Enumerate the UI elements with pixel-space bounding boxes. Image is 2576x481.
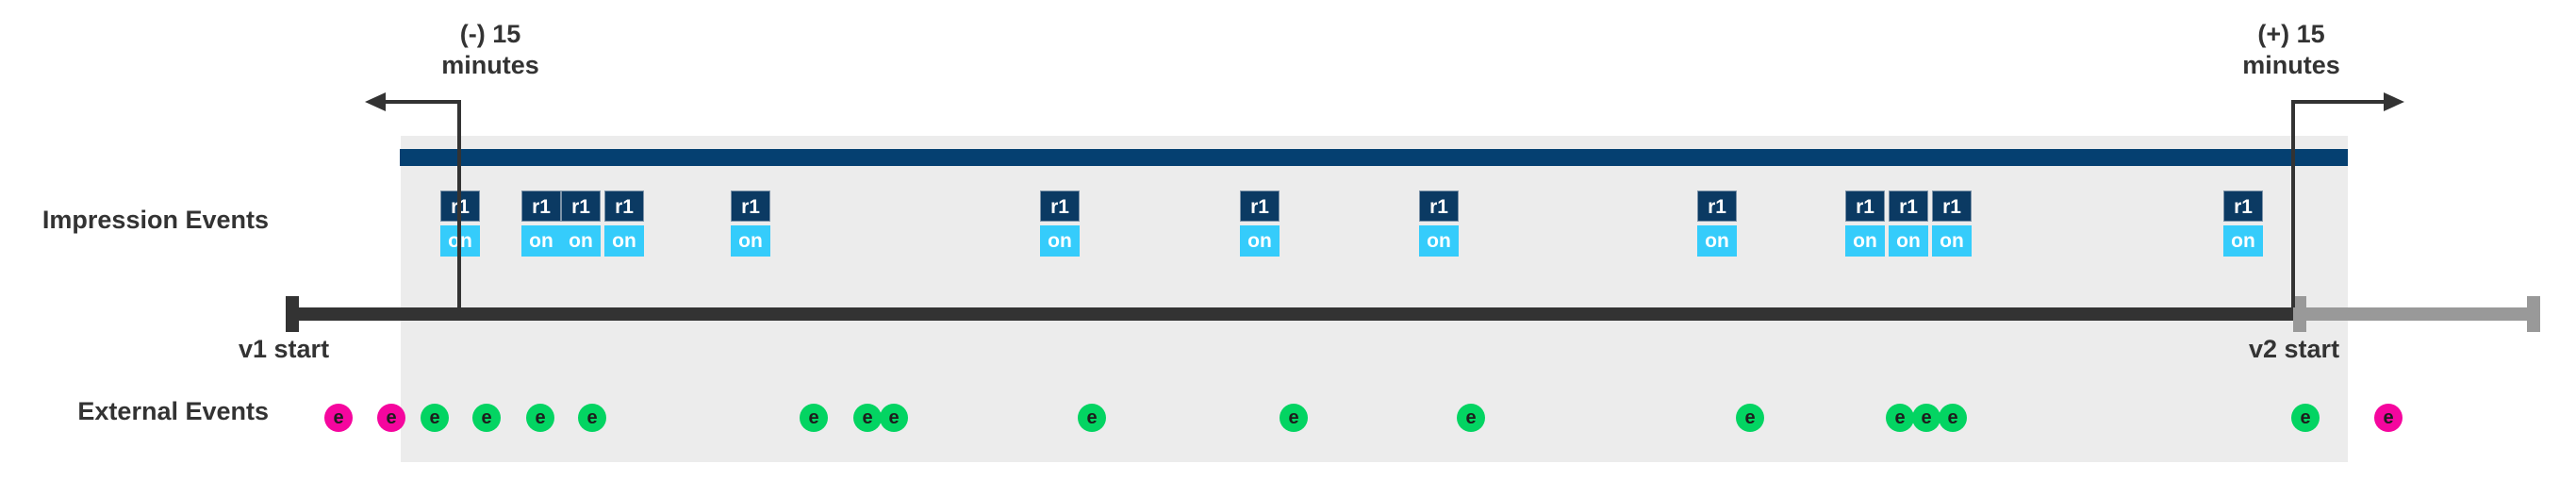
v1-start-label: v1 start [239,335,330,363]
left-offset-arrow-icon [365,92,461,119]
external-event-dot[interactable]: e [1280,404,1308,432]
external-event-dot[interactable]: e [880,404,908,432]
v2-start-label: v2 start [2249,335,2340,363]
right-offset-arrow-icon [2291,92,2404,119]
external-event-dot[interactable]: e [377,404,405,432]
timeline-segment-v1 [286,307,2293,321]
right-offset-label: (+) 15 minutes [2242,20,2340,79]
impression-state-badge: on [561,225,601,257]
timeline-start-cap [286,296,299,332]
impression-events-row-label: Impression Events [41,206,269,234]
impression-rule-badge: r1 [521,191,561,222]
impression-rule-badge: r1 [731,191,770,222]
impression-state-badge: on [1845,225,1885,257]
timeline-v2-cap [2293,296,2306,332]
external-events-row-label: External Events [77,397,269,425]
external-event-dot[interactable]: e [1078,404,1106,432]
left-offset-label: (-) 15 minutes [441,20,539,79]
external-event-dot[interactable]: e [800,404,828,432]
external-event-dot[interactable]: e [1886,404,1914,432]
impression-rule-badge: r1 [561,191,601,222]
impression-state-badge: on [521,225,561,257]
external-event-dot[interactable]: e [853,404,882,432]
impression-rule-badge: r1 [1889,191,1928,222]
external-event-dot[interactable]: e [421,404,449,432]
external-event-dot[interactable]: e [526,404,554,432]
external-event-dot[interactable]: e [578,404,606,432]
external-event-dot[interactable]: e [2291,404,2320,432]
impression-rule-badge: r1 [1932,191,1972,222]
timeline-segment-v2 [2293,307,2536,321]
timeline-end-cap [2527,296,2540,332]
external-event-dot[interactable]: e [1457,404,1485,432]
impression-state-badge: on [1240,225,1280,257]
impression-rule-badge: r1 [1845,191,1885,222]
impression-rule-badge: r1 [1240,191,1280,222]
external-event-dot[interactable]: e [1736,404,1764,432]
impression-state-badge: on [1697,225,1737,257]
external-event-dot[interactable]: e [1912,404,1940,432]
impression-state-badge: on [731,225,770,257]
impression-state-badge: on [2223,225,2263,257]
external-event-dot[interactable]: e [472,404,501,432]
impression-rule-badge: r1 [1419,191,1459,222]
impression-state-badge: on [1889,225,1928,257]
right-offset-marker-line [2291,102,2295,307]
impression-state-badge: on [1932,225,1972,257]
version-bar [400,149,2348,166]
external-event-dot[interactable]: e [324,404,353,432]
impression-state-badge: on [1419,225,1459,257]
external-event-dot[interactable]: e [1939,404,1967,432]
external-event-dot[interactable]: e [2374,404,2403,432]
impression-state-badge: on [1040,225,1080,257]
impression-rule-badge: r1 [2223,191,2263,222]
attribution-window-band [401,136,2348,462]
impression-rule-badge: r1 [1697,191,1737,222]
impression-state-badge: on [604,225,644,257]
impression-rule-badge: r1 [1040,191,1080,222]
impression-rule-badge: r1 [604,191,644,222]
left-offset-marker-line [457,102,461,307]
